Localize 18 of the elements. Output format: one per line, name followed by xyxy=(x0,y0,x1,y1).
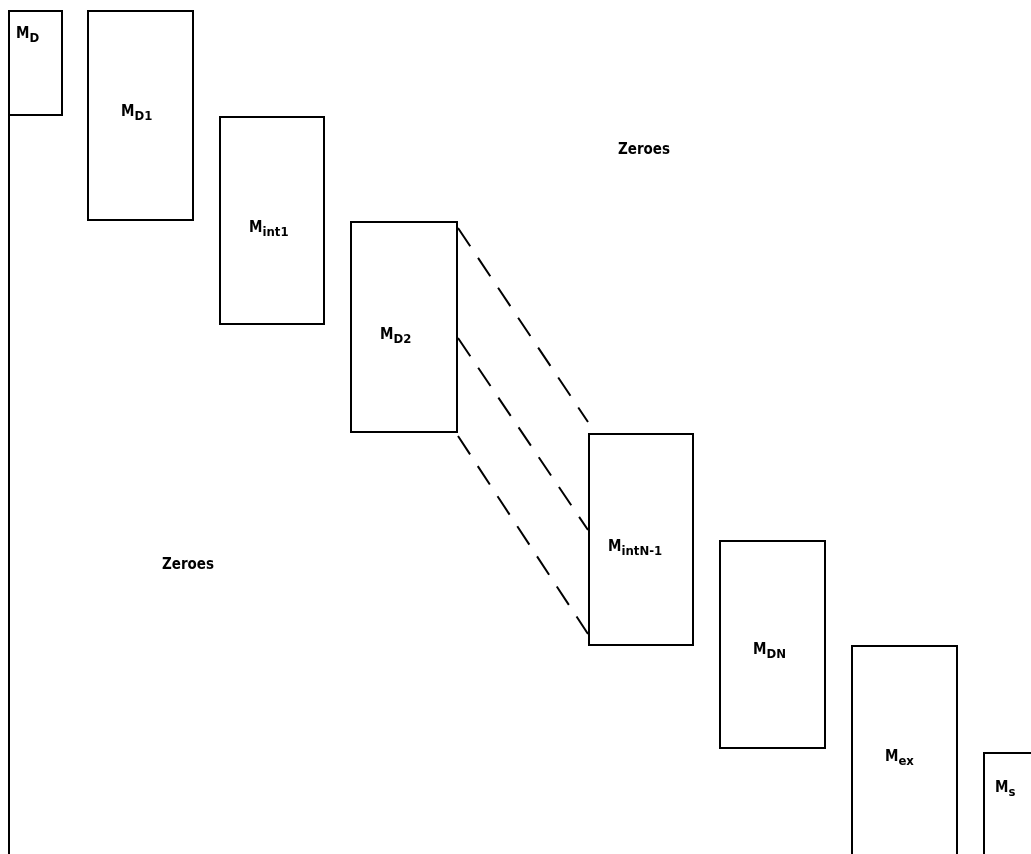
block-label: M$_{D}$ xyxy=(16,26,40,44)
dashed-line xyxy=(457,227,589,423)
dashed-line xyxy=(457,435,589,635)
matrix-block xyxy=(8,10,63,116)
matrix-block xyxy=(87,10,194,221)
matrix-block xyxy=(219,116,325,325)
region-label: Zeroes xyxy=(162,555,215,573)
block-label: M$_{s}$ xyxy=(995,780,1016,798)
region-label: Zeroes xyxy=(618,140,671,158)
matrix-block xyxy=(719,540,826,749)
matrix-block xyxy=(588,433,694,646)
block-label: M$_{D2}$ xyxy=(380,327,412,345)
block-label: M$_{ex}$ xyxy=(885,749,914,767)
matrix-block xyxy=(851,645,958,854)
matrix-block xyxy=(350,221,458,433)
matrix-block xyxy=(983,752,1031,854)
dashed-line xyxy=(457,337,589,531)
block-label: M$_{D1}$ xyxy=(121,104,153,122)
